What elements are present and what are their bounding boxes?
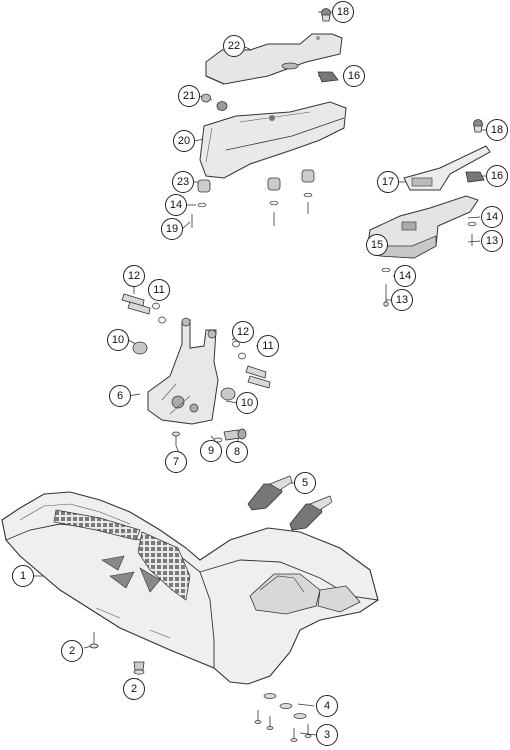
callout-2[interactable]: 2 (61, 640, 83, 662)
callout-12[interactable]: 12 (232, 321, 254, 343)
clip-16-right (465, 171, 485, 183)
callout-8[interactable]: 8 (226, 441, 248, 463)
callout-14[interactable]: 14 (481, 206, 503, 228)
callout-3[interactable]: 3 (316, 724, 338, 746)
clip-16-top (317, 71, 339, 83)
callout-18[interactable]: 18 (486, 119, 508, 141)
screw-7 (172, 431, 180, 446)
callout-20[interactable]: 20 (173, 130, 195, 152)
bracket-17 (403, 145, 491, 191)
washers-right (381, 221, 477, 273)
callout-13[interactable]: 13 (481, 230, 503, 252)
washers-14 (197, 192, 313, 208)
callout-23[interactable]: 23 (172, 171, 194, 193)
callout-14[interactable]: 14 (165, 194, 187, 216)
pads-5 (247, 475, 333, 531)
callout-2[interactable]: 2 (123, 678, 145, 700)
screws-3 (254, 710, 312, 742)
callout-4[interactable]: 4 (316, 695, 338, 717)
callout-13[interactable]: 13 (391, 289, 413, 311)
bracket-20 (199, 101, 347, 179)
callout-10[interactable]: 10 (236, 392, 258, 414)
screw-18-top (321, 8, 331, 22)
callout-5[interactable]: 5 (294, 472, 316, 494)
callout-17[interactable]: 17 (377, 171, 399, 193)
fasteners-2 (89, 632, 145, 675)
callout-10[interactable]: 10 (107, 329, 129, 351)
callout-11[interactable]: 11 (257, 335, 279, 357)
callout-1[interactable]: 1 (12, 565, 34, 587)
callout-22[interactable]: 22 (223, 35, 245, 57)
callout-15[interactable]: 15 (366, 234, 388, 256)
callout-6[interactable]: 6 (109, 385, 131, 407)
callout-16[interactable]: 16 (486, 165, 508, 187)
callout-18[interactable]: 18 (332, 1, 354, 23)
washers-4 (263, 693, 307, 719)
bracket-6 (147, 317, 219, 425)
bushings-10 (132, 341, 236, 401)
skid-plate-1 (1, 491, 379, 685)
pin-8 (223, 428, 247, 441)
spacers-11 (152, 302, 246, 360)
callout-12[interactable]: 12 (123, 265, 145, 287)
callout-9[interactable]: 9 (200, 440, 222, 462)
bolts-12 (121, 293, 271, 389)
damper-23 (197, 169, 315, 193)
callout-19[interactable]: 19 (161, 218, 183, 240)
callout-14[interactable]: 14 (394, 265, 416, 287)
callout-11[interactable]: 11 (148, 279, 170, 301)
screws-13 (383, 234, 473, 307)
screw-18-right (473, 119, 483, 133)
screws-19 (191, 202, 309, 228)
nut-21 (201, 93, 228, 111)
callout-16[interactable]: 16 (343, 65, 365, 87)
callout-21[interactable]: 21 (178, 85, 200, 107)
callout-7[interactable]: 7 (165, 451, 187, 473)
cover-22 (205, 33, 343, 85)
